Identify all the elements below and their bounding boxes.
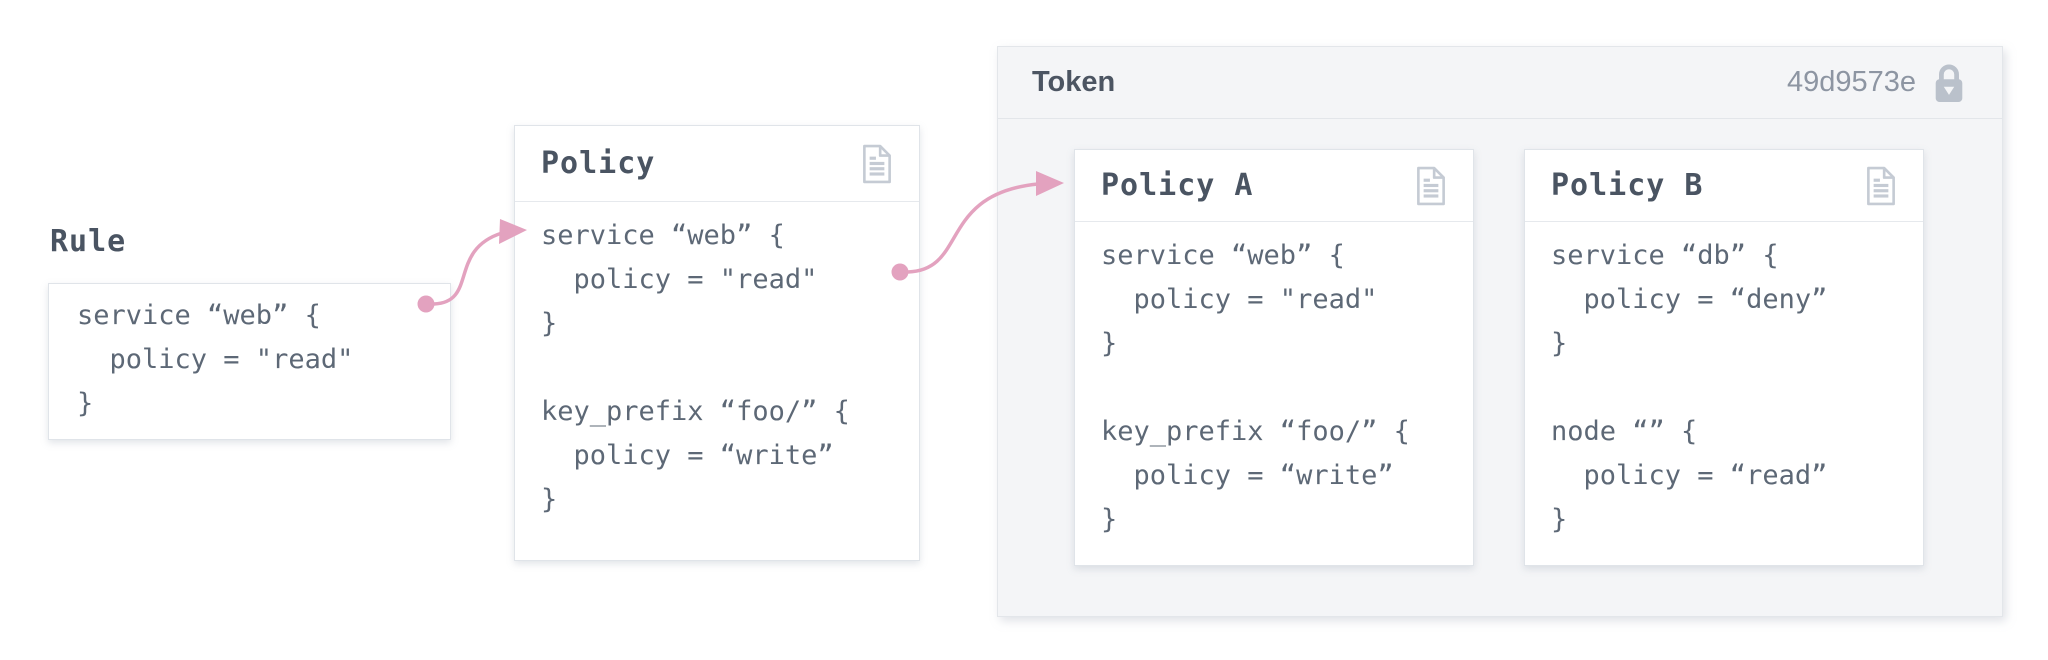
- policy-a-card: Policy A service “web” { policy = "read"…: [1074, 149, 1474, 566]
- policy-b-header: Policy B: [1525, 150, 1923, 222]
- document-icon: [863, 144, 891, 183]
- policy-b-code: service “db” { policy = “deny” } node “”…: [1551, 240, 1828, 535]
- document-icon: [1867, 166, 1895, 205]
- token-meta: 49d9573e: [1787, 60, 1968, 106]
- policy-card: Policy service “web” { policy = "read" }…: [514, 125, 920, 561]
- token-id: 49d9573e: [1786, 66, 1916, 98]
- policy-code: service “web” { policy = "read" } key_pr…: [541, 220, 850, 515]
- token-title: Token: [1032, 66, 1116, 98]
- document-icon: [1417, 166, 1445, 205]
- policy-card-title: Policy: [541, 146, 656, 181]
- token-header: Token 49d9573e: [998, 47, 2002, 119]
- policy-b-title: Policy B: [1551, 168, 1704, 203]
- policy-a-title: Policy A: [1101, 168, 1254, 203]
- policy-a-header: Policy A: [1075, 150, 1473, 222]
- policy-b-body: service “db” { policy = “deny” } node “”…: [1525, 222, 1923, 554]
- policy-card-body: service “web” { policy = "read" } key_pr…: [515, 202, 919, 534]
- policy-b-card: Policy B service “db” { policy = “deny” …: [1524, 149, 1924, 566]
- token-container: Token 49d9573e Policy A: [997, 46, 2003, 617]
- rule-code-box: service “web” { policy = "read" }: [48, 283, 451, 440]
- policy-a-body: service “web” { policy = "read" } key_pr…: [1075, 222, 1473, 554]
- rule-code: service “web” { policy = "read" }: [77, 300, 354, 419]
- policy-a-code: service “web” { policy = "read" } key_pr…: [1101, 240, 1410, 535]
- policy-card-header: Policy: [515, 126, 919, 202]
- rule-label: Rule: [50, 224, 127, 259]
- lock-icon: [1935, 64, 1963, 102]
